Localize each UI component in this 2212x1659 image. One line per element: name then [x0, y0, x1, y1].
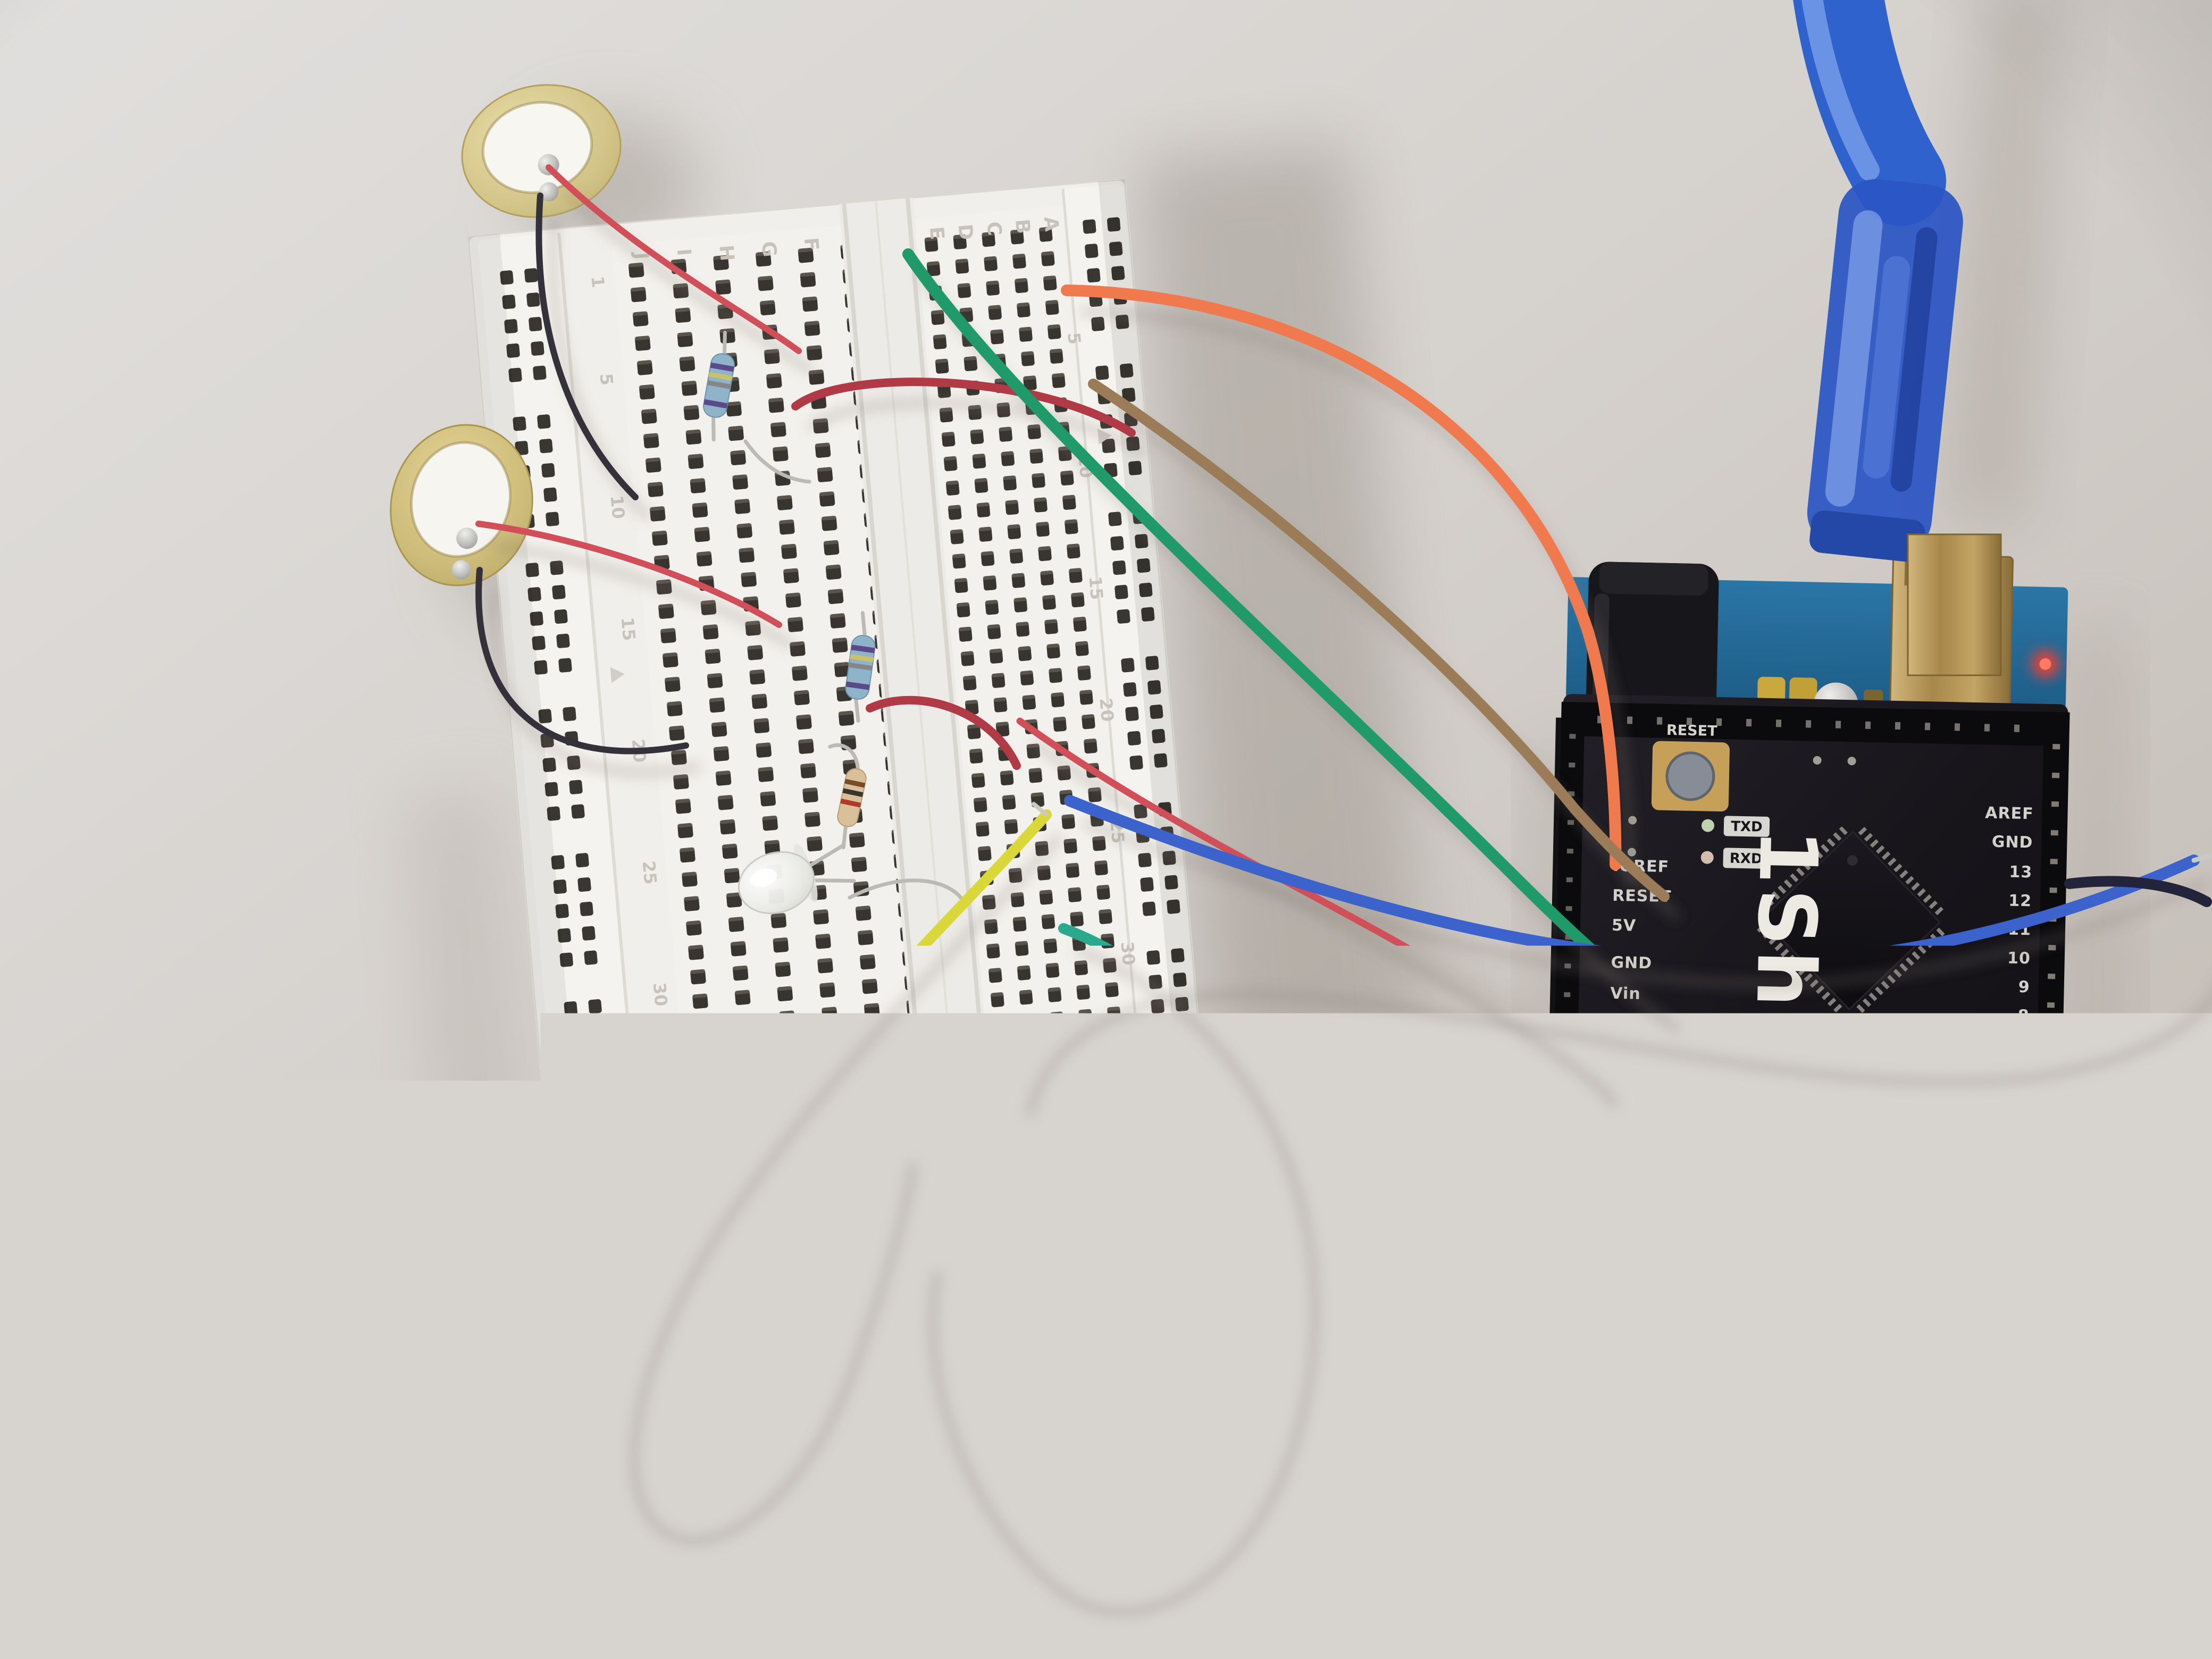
photo-scene: J I H G F E D C B A 1 5 10 15 20 25 30 3…: [0, 0, 2212, 1659]
vignette: [0, 0, 2212, 1659]
